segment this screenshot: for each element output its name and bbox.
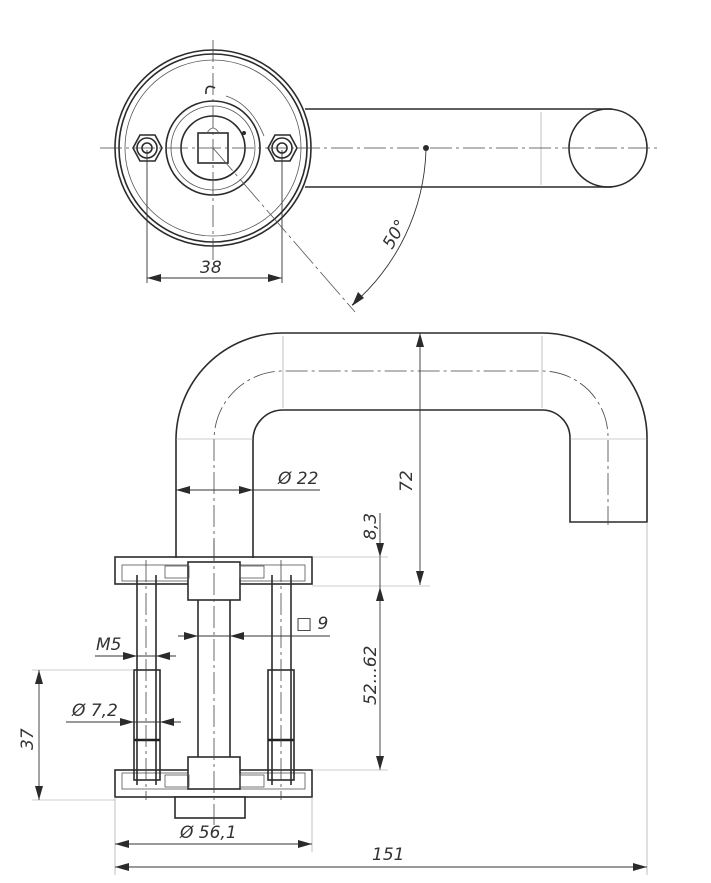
dim-lever-diameter: Ø 22 [176, 469, 320, 494]
rose-lower [114, 756, 313, 819]
dim-bolt-spacing: 38 [146, 150, 283, 283]
dim-38-label: 38 [200, 258, 222, 278]
dim-m5-label: M5 [96, 635, 121, 655]
dim-sleeve-length: 37 [18, 669, 134, 801]
dim-bolt-thread: M5 [95, 635, 176, 660]
dim-9-label: □ 9 [296, 614, 328, 634]
bolt-left-side [133, 560, 161, 800]
dim-rose-diameter: Ø 56,1 [114, 797, 313, 875]
dim-door-thickness: 52...62 [312, 646, 388, 771]
dim-rotation-angle: 50° [351, 149, 427, 306]
dim-overall-length: 151 [115, 522, 648, 875]
dim-sleeve-diameter: Ø 7,2 [66, 701, 181, 726]
dim-lever-height: 72 [312, 333, 430, 587]
dim-56-1-label: Ø 56,1 [179, 823, 237, 843]
rose-upper [114, 556, 313, 601]
dim-37-label: 37 [18, 728, 38, 750]
pivot-dot [423, 145, 429, 151]
side-view: Ø 22 72 8,3 52...62 □ 9 [18, 332, 648, 875]
dim-spindle-square: □ 9 [178, 614, 330, 640]
dim-72-label: 72 [397, 470, 417, 492]
top-view: 38 50° [100, 40, 660, 313]
dim-22-label: Ø 22 [277, 469, 318, 489]
dim-52-62-label: 52...62 [361, 646, 381, 705]
spindle [197, 540, 231, 825]
lever-outline [175, 332, 648, 558]
dim-151-label: 151 [372, 845, 404, 865]
dim-7-2-label: Ø 7,2 [71, 701, 118, 721]
dim-rose-thickness: 8,3 [312, 513, 388, 770]
dim-50-label: 50° [379, 216, 411, 252]
dim-8-3-label: 8,3 [361, 513, 381, 540]
spring-hook [205, 85, 216, 95]
bolt-right-side [267, 560, 295, 800]
